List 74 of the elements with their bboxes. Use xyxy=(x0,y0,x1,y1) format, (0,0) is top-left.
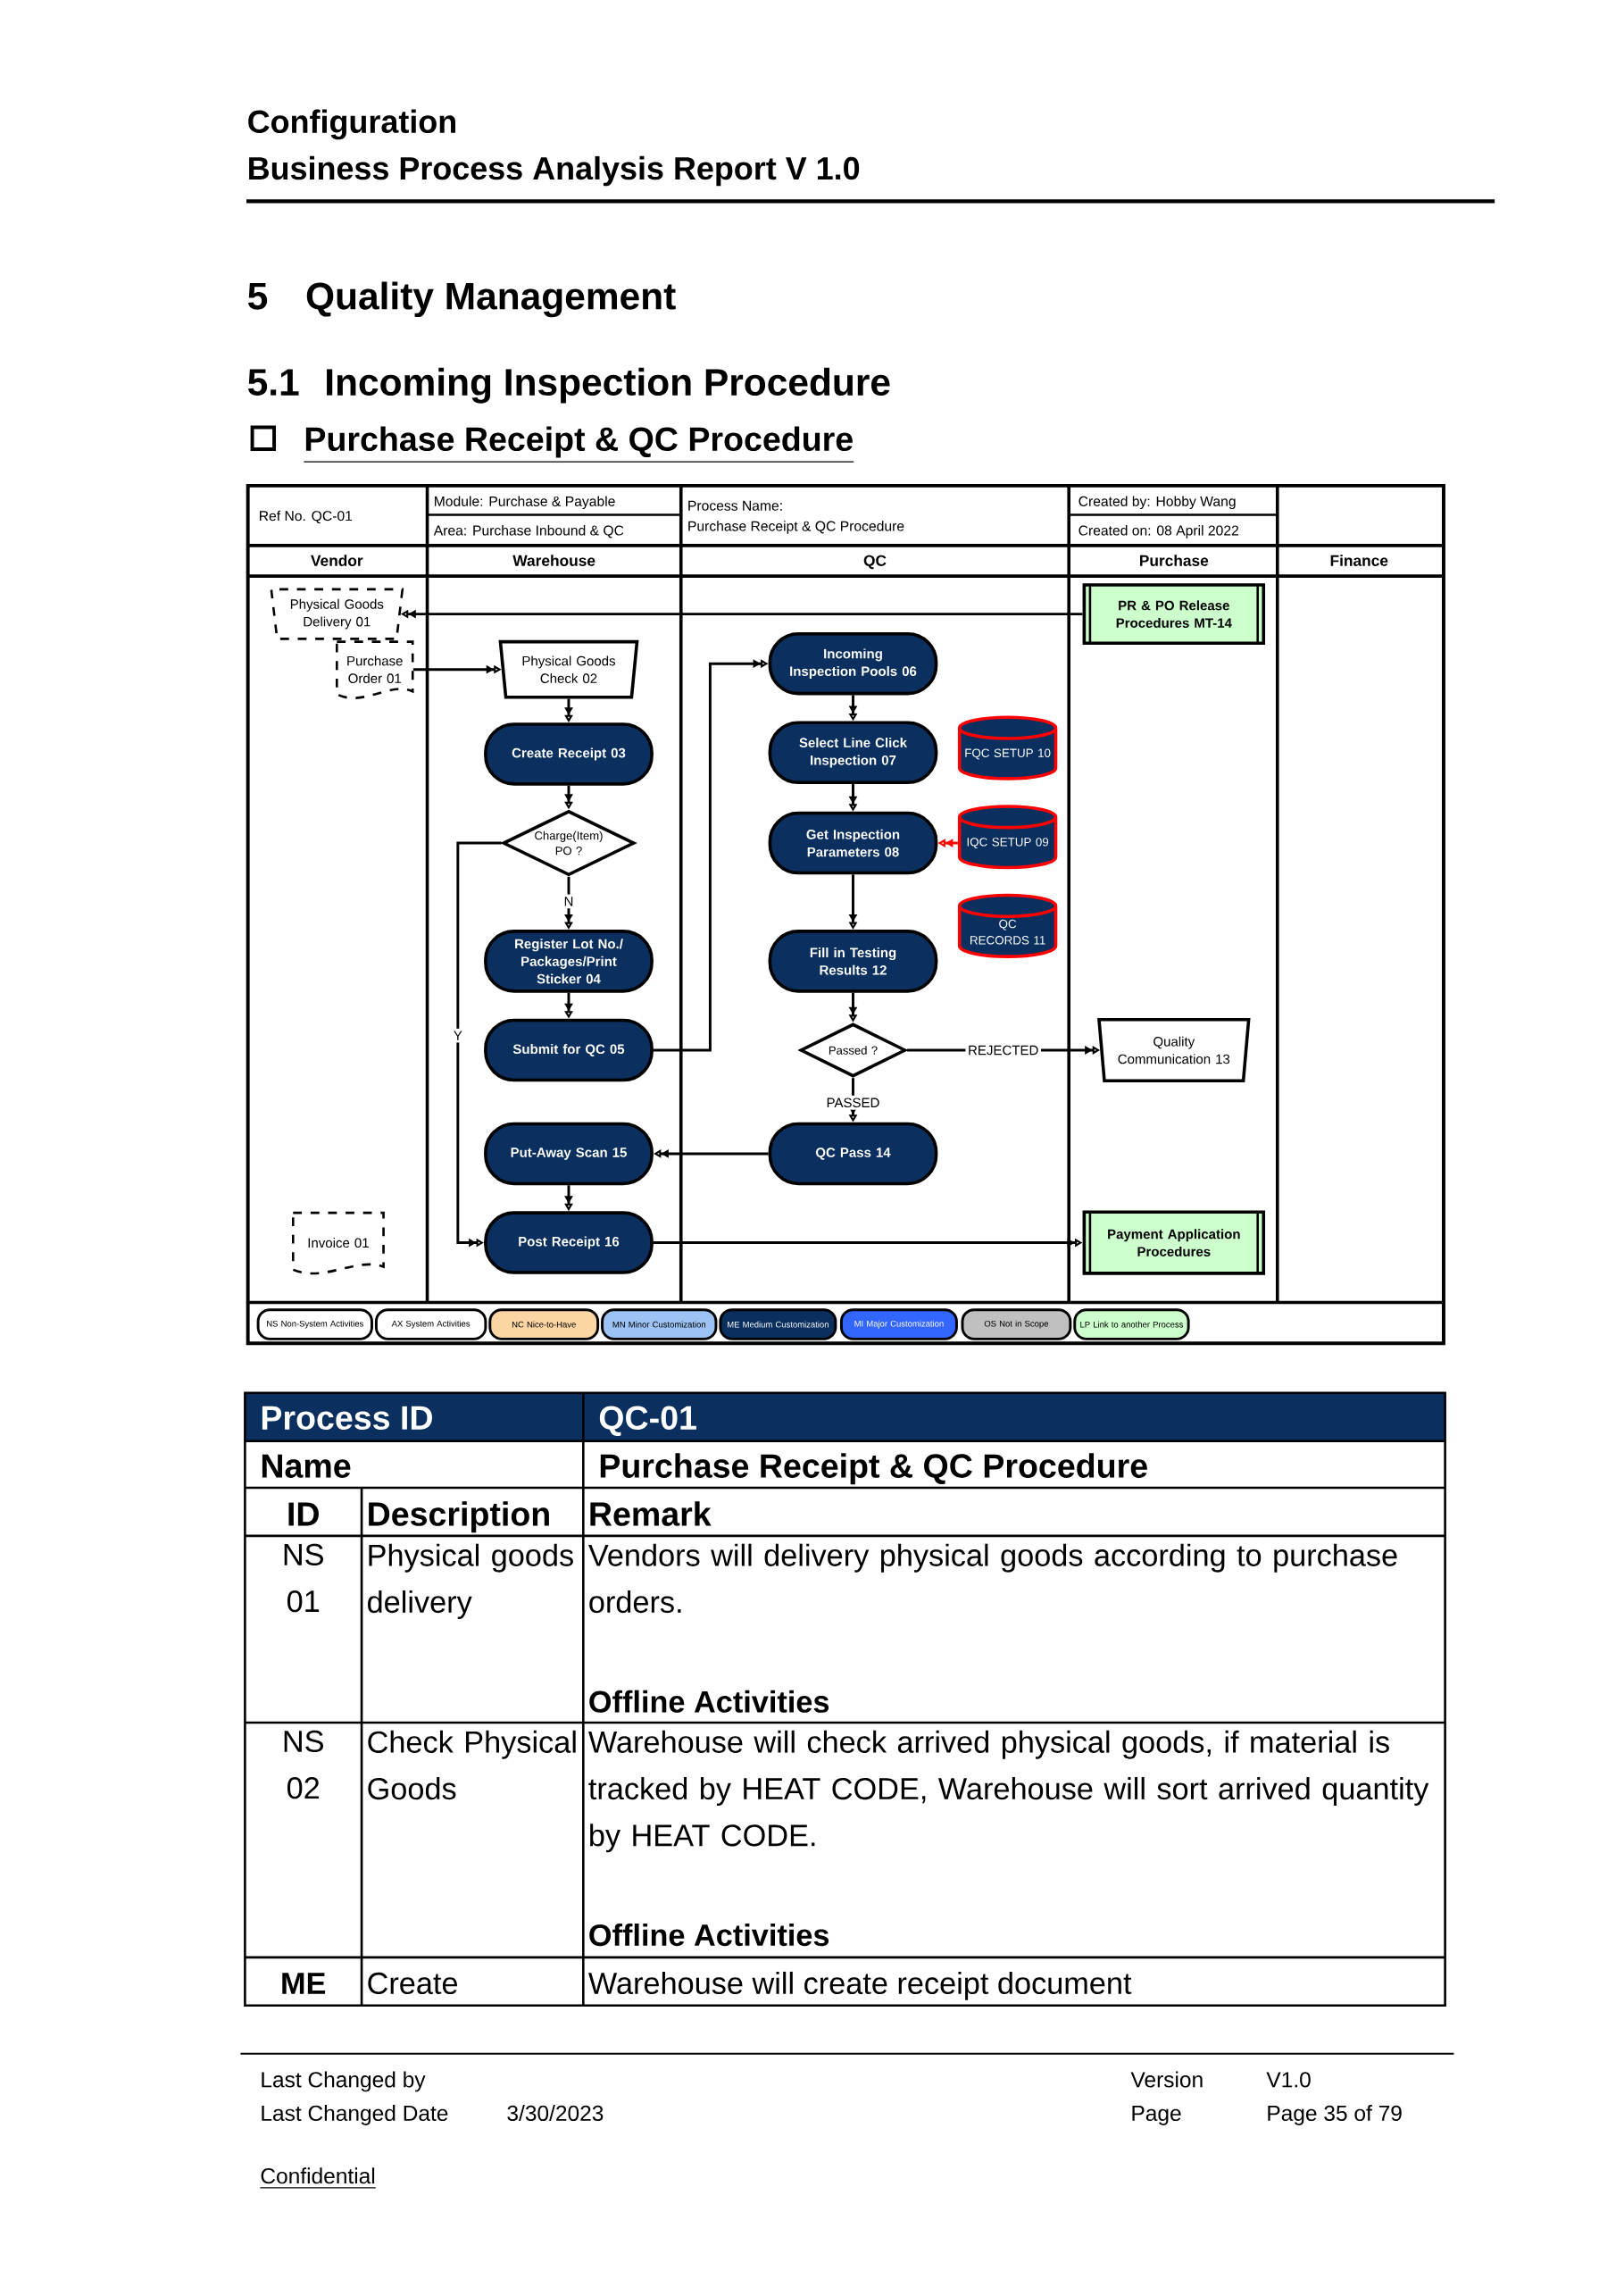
lane-header: Finance xyxy=(1330,555,1388,566)
legend-pill: NC Nice-to-Have xyxy=(488,1308,599,1340)
edge-label: Y xyxy=(451,1028,465,1043)
footer-text: V1.0 xyxy=(1266,2072,1311,2088)
edge-label: PASSED xyxy=(823,1095,882,1110)
database-cylinder: QC RECORDS 11 xyxy=(957,893,1058,958)
footer-text: 3/30/2023 xyxy=(507,2105,604,2122)
footer-link: Confidential xyxy=(259,2167,377,2189)
table-text: Create xyxy=(368,1972,457,1995)
lane-header: QC xyxy=(863,555,887,570)
legend-pill: ME Medium Customization xyxy=(719,1308,837,1340)
process-step: Select Line Click Inspection 07 xyxy=(768,721,938,785)
manual-operation-box: Quality Communication 13 xyxy=(1096,1017,1251,1083)
edge-label: N xyxy=(561,894,576,909)
footer-text: Last Changed by xyxy=(262,2071,426,2092)
table-text: Physical goods delivery xyxy=(367,1543,573,1619)
section-number: 5.1 xyxy=(247,369,299,396)
column-header: Description xyxy=(368,1501,549,1533)
table-header-text: QC-01 xyxy=(599,1406,696,1436)
process-step: QC Pass 14 xyxy=(768,1122,938,1186)
edge-label: REJECTED xyxy=(965,1043,1041,1057)
section-heading: Incoming Inspection Procedure xyxy=(326,367,890,404)
database-cylinder: IQC SETUP 09 xyxy=(957,805,1058,870)
legend-pill: LP Link to another Process xyxy=(1073,1308,1190,1340)
lane-header: Purchase xyxy=(1139,555,1208,566)
table-header-text: Name xyxy=(262,1454,351,1478)
legend-pill: MN Minor Customization xyxy=(600,1308,718,1340)
header-text: Area: Purchase Inbound & QC xyxy=(433,525,624,538)
legend-pill: MI Major Customization xyxy=(839,1308,958,1340)
legend-pill: OS Not in Scope xyxy=(961,1308,1072,1340)
process-step: Post Receipt 16 xyxy=(483,1211,654,1274)
header-text: Created on: 08 April 2022 xyxy=(1079,525,1238,538)
column-header: ID xyxy=(288,1502,319,1526)
header-text: Module: Purchase & Payable xyxy=(434,496,615,510)
column-header: Remark xyxy=(590,1501,712,1526)
header-text: Created by: Hobby Wang xyxy=(1079,496,1236,510)
link-process-box: Payment Application Procedures xyxy=(1082,1210,1265,1275)
header-title: Configuration xyxy=(247,109,455,140)
database-cylinder: FQC SETUP 10 xyxy=(957,715,1058,780)
table-header-text: Process ID xyxy=(262,1406,432,1430)
process-step: Fill in Testing Results 12 xyxy=(768,930,938,993)
table-text: Warehouse will check arrived physical goods, if material is tracked by HEAT CODE, Warehouse will sort arrived quantity by HEAT CODE. xyxy=(587,1730,1429,1853)
footer-text: Page 35 of 79 xyxy=(1268,2105,1402,2125)
section-heading: Quality Management xyxy=(306,281,676,318)
header-text: Purchase Receipt & QC Procedure xyxy=(688,521,904,534)
header-text: Process Name: xyxy=(688,500,782,511)
lane-header: Warehouse xyxy=(512,555,595,566)
footer-text: Page xyxy=(1132,2105,1181,2125)
table-text: NS 02 xyxy=(284,1730,323,1799)
legend-pill: NS Non-System Activities xyxy=(256,1308,373,1340)
table-text: Offline Activities xyxy=(589,1690,829,1713)
legend-pill: AX System Activities xyxy=(374,1308,487,1340)
process-step: Put-Away Scan 15 xyxy=(483,1122,654,1186)
lane-header: Vendor xyxy=(310,555,363,566)
table-text: NS 01 xyxy=(284,1543,323,1613)
header-title: Business Process Analysis Report V 1.0 xyxy=(248,155,859,187)
table-text: ME xyxy=(282,1973,325,1994)
table-text: Warehouse will create receipt document xyxy=(587,1971,1132,2000)
footer-text: Last Changed Date xyxy=(262,2105,448,2125)
table-text: Check Physical Goods xyxy=(368,1730,576,1800)
process-step: Register Lot No./ Packages/Print Sticker 04 xyxy=(483,930,654,993)
header-text: Ref No. QC-01 xyxy=(259,510,352,524)
footer-text: Version xyxy=(1130,2071,1203,2088)
process-step: Submit for QC 05 xyxy=(483,1018,654,1082)
link-process-box: PR & PO Release Procedures MT-14 xyxy=(1082,583,1265,646)
table-text: Vendors will delivery physical goods according to purchase orders. xyxy=(587,1543,1397,1614)
table-text: Offline Activities xyxy=(589,1924,829,1947)
subsection-link: Purchase Receipt & QC Procedure xyxy=(303,426,854,463)
process-step: Incoming Inspection Pools 06 xyxy=(768,631,938,696)
table-header-text: Purchase Receipt & QC Procedure xyxy=(600,1453,1147,1485)
process-step: Get Inspection Parameters 08 xyxy=(768,811,938,875)
section-number: 5 xyxy=(247,283,267,310)
process-step: Create Receipt 03 xyxy=(483,722,654,786)
manual-operation-box: Physical Goods Check 02 xyxy=(498,639,639,699)
